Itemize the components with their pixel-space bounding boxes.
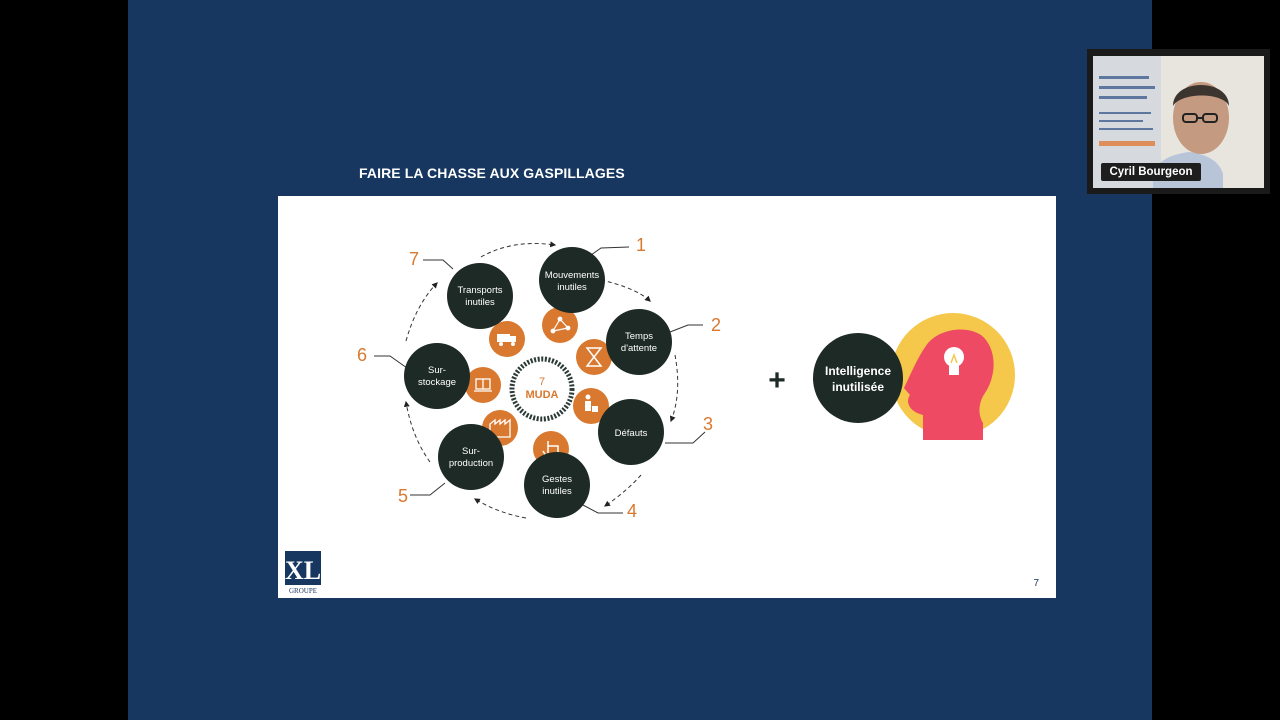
muda-transports-inutiles: Transports inutiles	[447, 263, 513, 329]
muda-number-6: 6	[357, 345, 367, 365]
muda-center-number: 7	[539, 376, 545, 388]
svg-text:stockage: stockage	[418, 377, 456, 388]
muda-diagram: 1 2 3 4 5 6 7	[357, 235, 1015, 521]
boxes-icon	[465, 367, 501, 403]
network-icon	[542, 307, 578, 343]
hourglass-icon	[576, 339, 612, 375]
svg-text:Transports: Transports	[457, 285, 502, 296]
muda-number-4: 4	[627, 501, 637, 521]
svg-text:d'attente: d'attente	[621, 343, 657, 354]
muda-number-5: 5	[398, 486, 408, 506]
callout-lines	[374, 246, 706, 514]
page-number: 7	[1033, 578, 1039, 589]
slide: FAIRE LA CHASSE AUX GASPILLAGES	[278, 153, 1056, 598]
plus-sign: +	[768, 364, 786, 397]
slide-title: FAIRE LA CHASSE AUX GASPILLAGES	[359, 165, 625, 181]
muda-gestes-inutiles: Gestes inutiles	[524, 452, 590, 518]
muda-number-3: 3	[703, 414, 713, 434]
muda-mouvements-inutiles: Mouvements inutiles	[539, 247, 605, 313]
cycle-arrows	[403, 241, 679, 519]
muda-number-1: 1	[636, 235, 646, 255]
xl-groupe-logo: XL GROUPE	[285, 551, 321, 595]
presentation-stage: FAIRE LA CHASSE AUX GASPILLAGES	[128, 0, 1270, 720]
muda-numbers: 1 2 3 4 5 6 7	[357, 235, 721, 521]
svg-text:Intelligence: Intelligence	[825, 364, 891, 378]
svg-text:Sur-: Sur-	[462, 446, 480, 457]
muda-center-label: MUDA	[526, 389, 559, 401]
worker-icon	[573, 388, 609, 424]
svg-text:Sur-: Sur-	[428, 365, 446, 376]
speaker-name-label: Cyril Bourgeon	[1101, 163, 1201, 181]
svg-text:Mouvements: Mouvements	[545, 270, 600, 281]
truck-icon	[489, 321, 525, 357]
svg-text:GROUPE: GROUPE	[289, 587, 317, 595]
muda-surproduction: Sur- production	[438, 424, 504, 490]
muda-number-7: 7	[409, 249, 419, 269]
muda-temps-attente: Temps d'attente	[606, 309, 672, 375]
muda-defauts: Défauts	[598, 399, 664, 465]
svg-text:Gestes: Gestes	[542, 474, 572, 485]
svg-text:Temps: Temps	[625, 331, 653, 342]
muda-center: 7 MUDA	[509, 356, 575, 422]
svg-text:inutilisée: inutilisée	[832, 380, 884, 394]
speaker-video-tile[interactable]: Cyril Bourgeon	[1087, 49, 1270, 194]
svg-text:inutiles: inutiles	[557, 282, 587, 293]
svg-text:production: production	[449, 458, 493, 469]
intelligence-inutilisee: Intelligence inutilisée	[813, 333, 903, 423]
svg-text:XL: XL	[285, 556, 321, 585]
slide-header: FAIRE LA CHASSE AUX GASPILLAGES	[278, 153, 1056, 196]
svg-text:Défauts: Défauts	[615, 428, 648, 439]
svg-text:inutiles: inutiles	[542, 486, 572, 497]
svg-text:inutiles: inutiles	[465, 297, 495, 308]
muda-surstockage: Sur- stockage	[404, 343, 470, 409]
head-lightbulb-icon	[891, 313, 1015, 440]
muda-number-2: 2	[711, 315, 721, 335]
